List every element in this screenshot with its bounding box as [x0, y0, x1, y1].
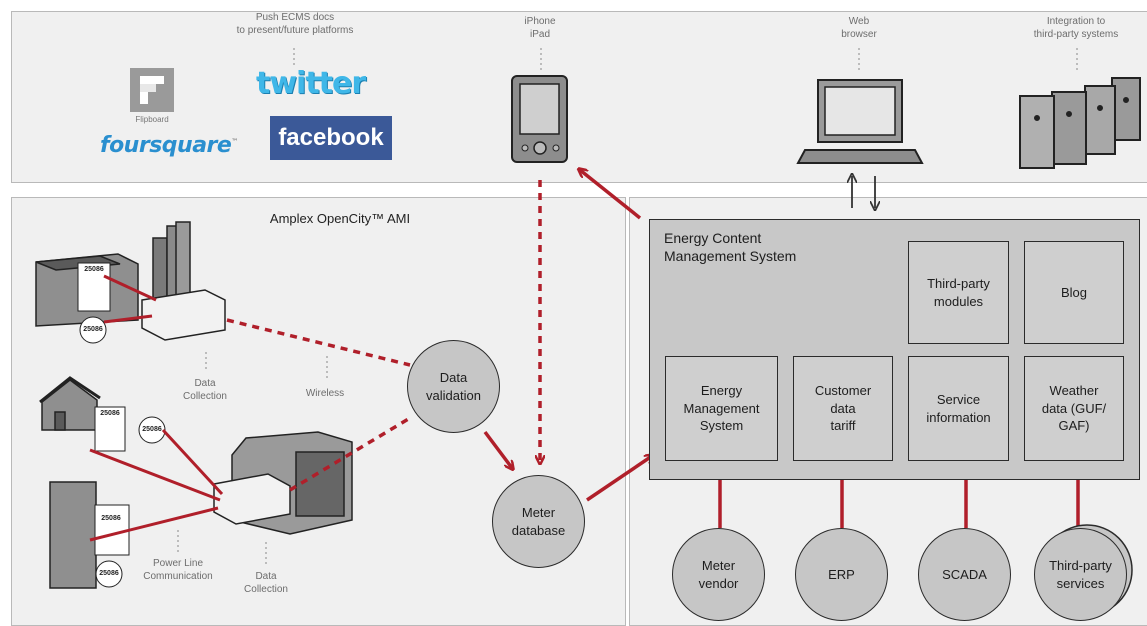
laptop-icon [796, 79, 924, 164]
ecms-title: Energy Content Management System [664, 230, 797, 264]
house-icon [39, 376, 101, 431]
data-collection-label-2: Data Collection [244, 571, 288, 595]
flipboard-logo [130, 68, 174, 112]
facebook-logo: facebook [270, 116, 392, 160]
top-platforms-panel [11, 11, 1147, 183]
module-service-information: Service information [908, 356, 1009, 461]
push-ecms-label: Push ECMS docs to present/future platfor… [236, 12, 354, 36]
factory-building-icon [35, 221, 226, 341]
integration-label: Integration to third-party systems [1033, 16, 1119, 40]
top-leader-lines [293, 48, 1078, 70]
meter-icon-2 [94, 406, 166, 452]
iphone-ipad-label: iPhone iPad [524, 16, 556, 40]
web-browser-label: Web browser [841, 16, 877, 40]
meter-icon-1 [77, 262, 111, 344]
data-collection-label-1: Data Collection [183, 378, 227, 402]
source-erp: ERP [795, 528, 888, 621]
wireless-label: Wireless [305, 388, 345, 399]
module-customer-data: Customer data tariff [793, 356, 893, 461]
flipboard-caption: Flipboard [135, 115, 169, 124]
twitter-logo: twitter [256, 66, 366, 101]
meter-icon-3 [94, 504, 130, 588]
source-third-party-services: Third-party services [1034, 528, 1127, 621]
source-meter-vendor: Meter vendor [672, 528, 765, 621]
module-blog: Blog [1024, 241, 1124, 344]
ami-title: Amplex OpenCity™ AMI [269, 211, 411, 226]
module-third-party-modules: Third-party modules [908, 241, 1009, 344]
meter-id-3b: 25086 [99, 570, 119, 577]
meter-id-1b: 25086 [83, 326, 103, 333]
source-scada: SCADA [918, 528, 1011, 621]
office-tower-icon [49, 481, 97, 589]
meter-id-3a: 25086 [101, 515, 121, 522]
module-energy-management: Energy Management System [665, 356, 778, 461]
meter-id-2b: 25086 [142, 426, 162, 433]
flipboard-mark-icon [140, 76, 164, 104]
meter-database-node: Meter database [492, 475, 585, 568]
data-validation-node: Data validation [407, 340, 500, 433]
foursquare-logo: foursquare™ [100, 133, 238, 158]
iphone-device-icon [511, 75, 568, 163]
meter-id-1a: 25086 [84, 266, 104, 273]
server-racks-icon [1019, 77, 1141, 169]
meter-id-2a: 25086 [100, 410, 120, 417]
power-line-label: Power Line Communication [143, 558, 213, 582]
concentrator-building-icon [213, 431, 353, 535]
module-weather-data: Weather data (GUF/ GAF) [1024, 356, 1124, 461]
